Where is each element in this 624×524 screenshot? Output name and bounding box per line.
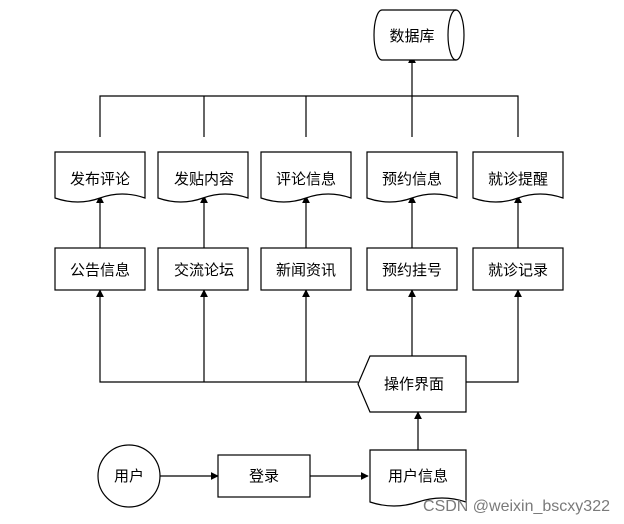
document-label-2: 发贴内容 <box>174 170 234 188</box>
document-node-4: 预约信息 <box>366 151 458 203</box>
interface-node: 操作界面 <box>357 355 467 413</box>
document-node-1: 发布评论 <box>54 151 146 203</box>
document-node-2: 发贴内容 <box>157 151 249 203</box>
module-label-1: 公告信息 <box>70 261 130 279</box>
database-label: 数据库 <box>389 27 434 45</box>
watermark-text: CSDN @weixin_bscxy322 <box>423 498 610 515</box>
arrow-interface-to-module-5 <box>466 289 522 383</box>
document-label-4: 预约信息 <box>382 170 442 188</box>
module-node-2: 交流论坛 <box>157 247 249 291</box>
login-node: 登录 <box>217 454 311 498</box>
document-label-5: 就诊提醒 <box>488 170 548 188</box>
interface-label: 操作界面 <box>384 375 444 393</box>
top-bus-line <box>99 95 519 137</box>
database-node: 数据库 <box>373 9 465 61</box>
module-label-2: 交流论坛 <box>174 261 234 279</box>
user-node: 用户 <box>97 444 161 508</box>
module-label-3: 新闻资讯 <box>276 261 336 279</box>
module-node-1: 公告信息 <box>54 247 146 291</box>
module-node-3: 新闻资讯 <box>260 247 352 291</box>
document-label-3: 评论信息 <box>276 170 336 188</box>
userinfo-node: 用户信息 <box>369 449 467 507</box>
login-label: 登录 <box>249 467 279 485</box>
module-label-4: 预约挂号 <box>382 261 442 279</box>
document-node-5: 就诊提醒 <box>472 151 564 203</box>
arrow-interface-to-module-1 <box>96 289 358 383</box>
connectors <box>96 55 522 480</box>
userinfo-label: 用户信息 <box>388 467 448 485</box>
module-node-5: 就诊记录 <box>472 247 564 291</box>
module-label-5: 就诊记录 <box>488 261 548 279</box>
document-node-3: 评论信息 <box>260 151 352 203</box>
document-label-1: 发布评论 <box>70 170 130 188</box>
module-node-4: 预约挂号 <box>366 247 458 291</box>
user-label: 用户 <box>114 467 144 485</box>
